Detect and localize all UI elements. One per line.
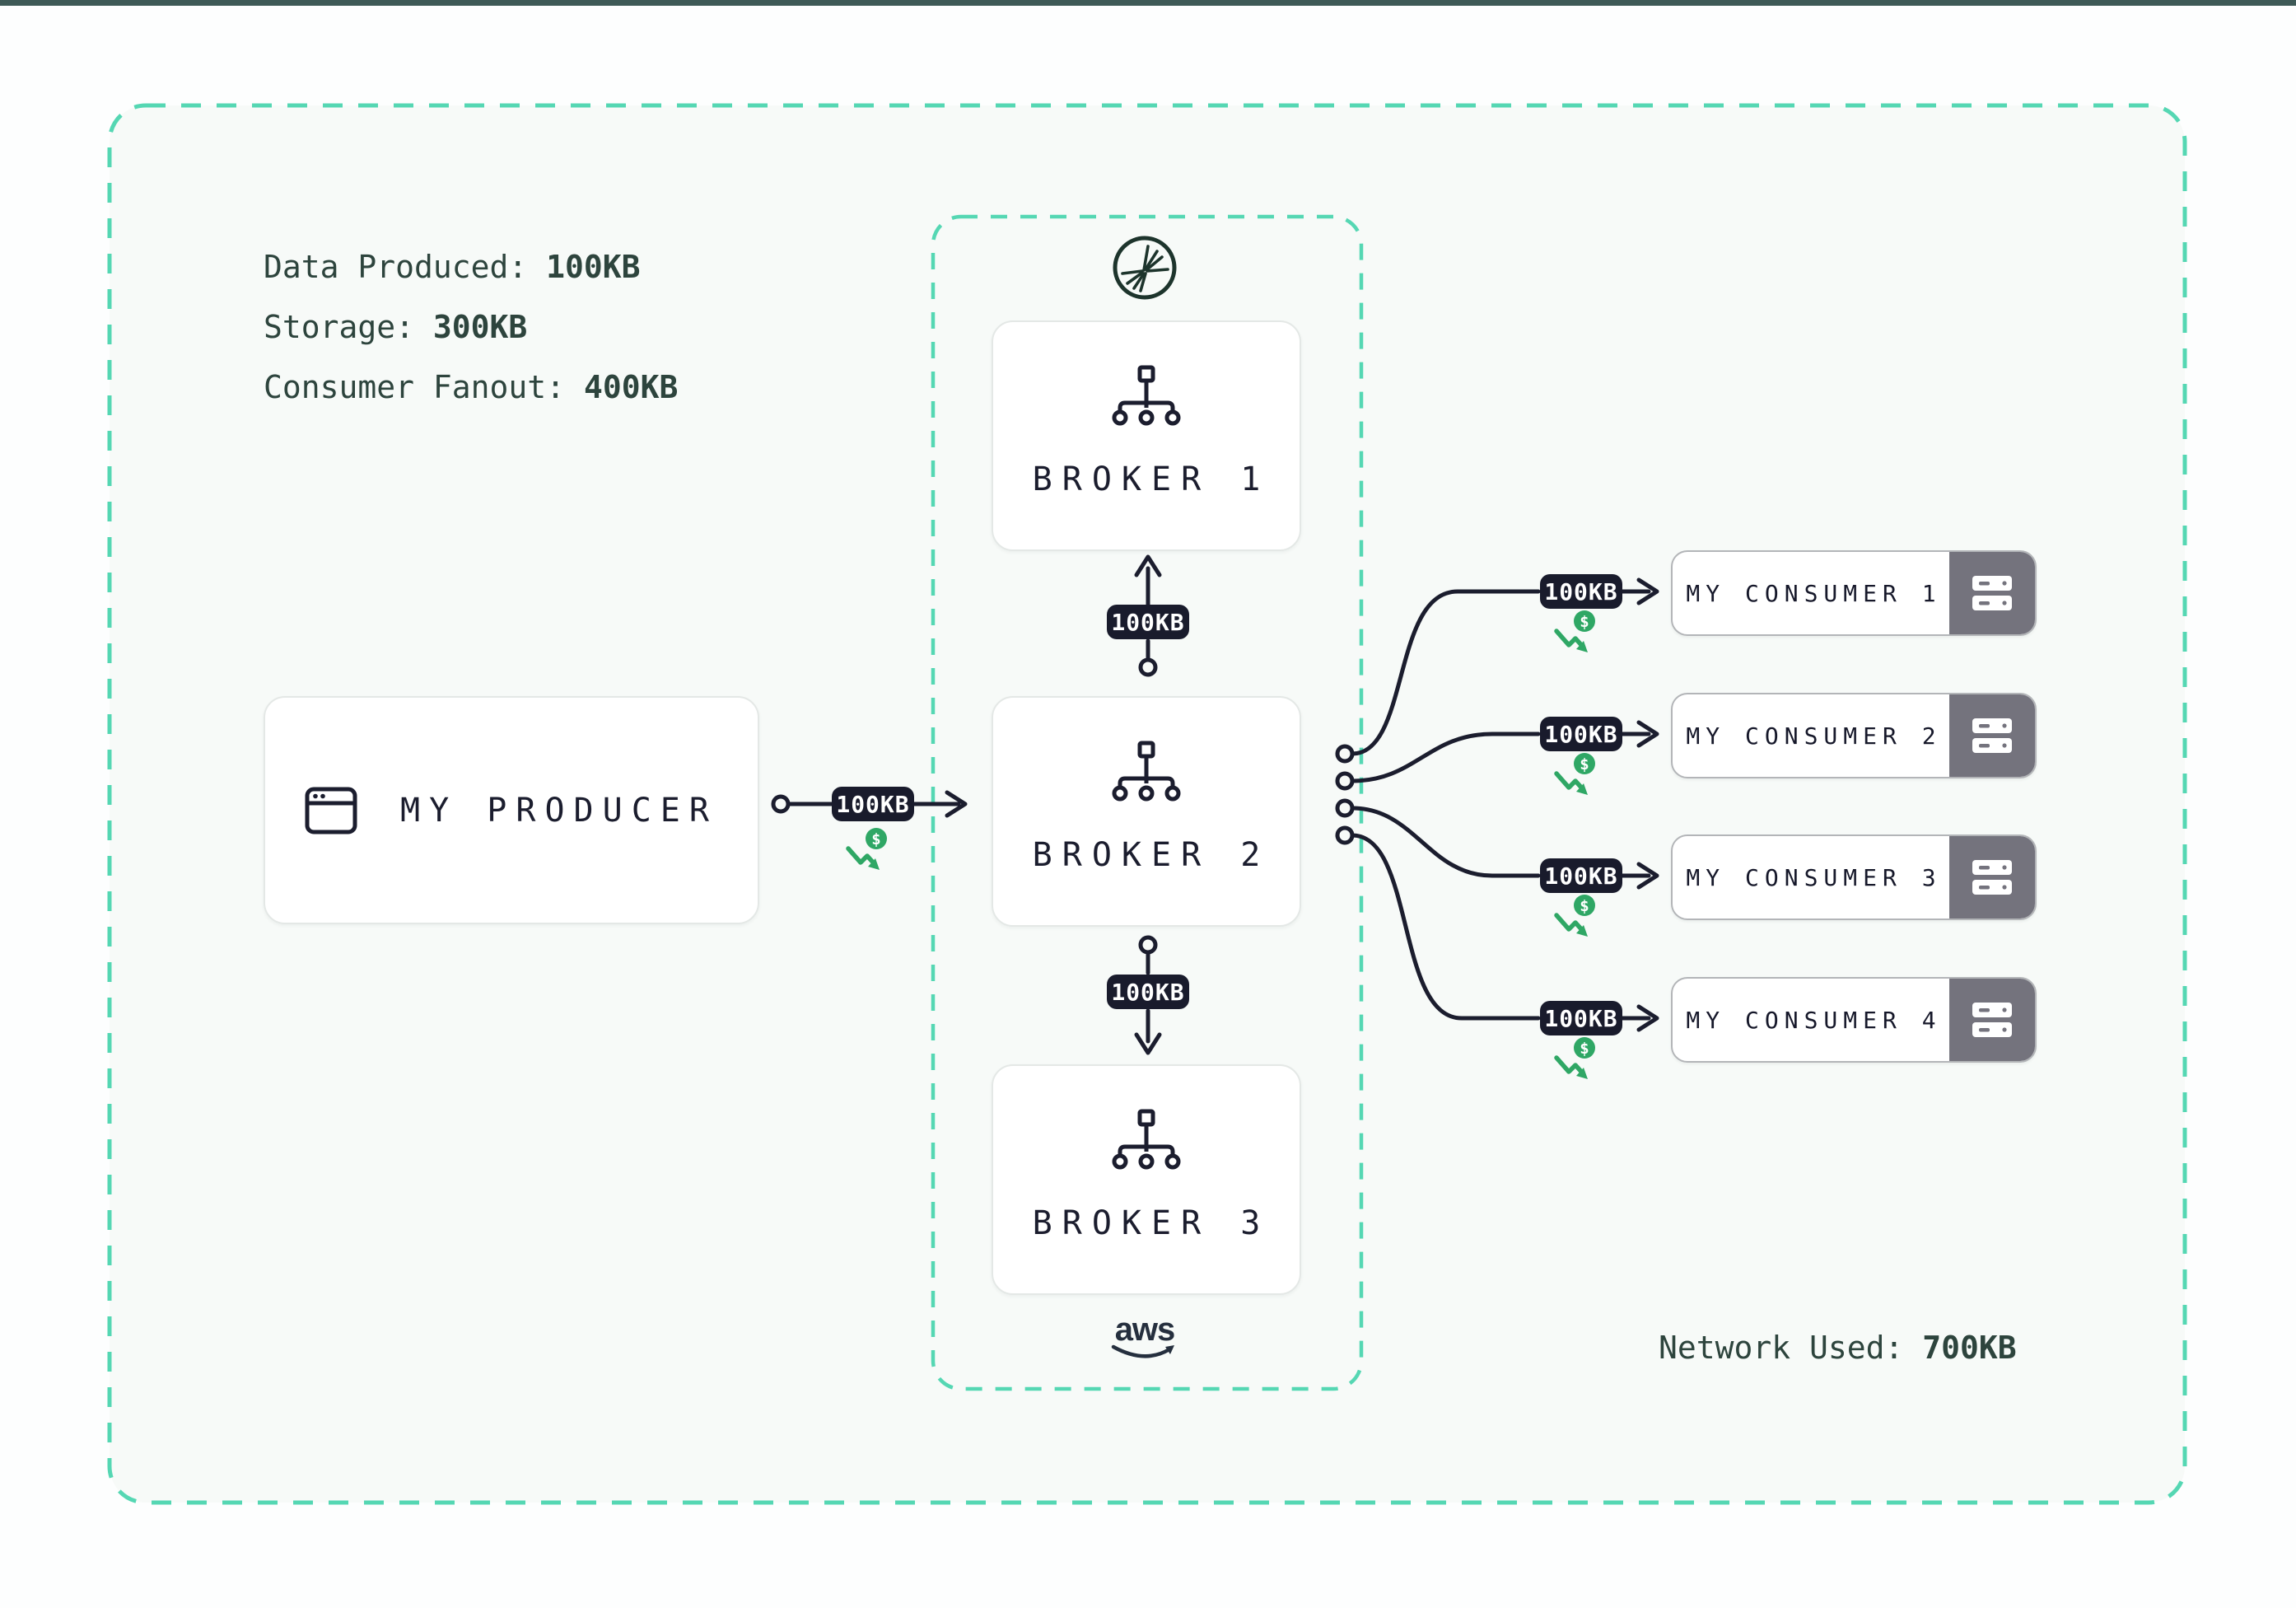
aws-logo-text: aws (1114, 1311, 1176, 1348)
consumer-2-box: MY CONSUMER 2 (1671, 693, 2037, 778)
metric-storage: Storage: 300KB (264, 297, 678, 358)
server-icon (1972, 576, 2012, 610)
aws-smile-icon (1111, 1344, 1174, 1358)
producer-port-dot (771, 794, 791, 814)
metric-label: Storage: (264, 309, 433, 345)
flow-pill-producer: 100KB (832, 787, 914, 821)
dollar-cost-icon: $ (1554, 610, 1595, 652)
dollar-cost-icon: $ (1554, 1037, 1595, 1079)
consumer-1-box: MY CONSUMER 1 (1671, 550, 2037, 636)
svg-text:$: $ (1580, 897, 1589, 915)
broker-hierarchy-icon (1112, 1109, 1181, 1170)
broker2-bottom-port-dot (1138, 935, 1158, 955)
fanout-port-dot-3 (1335, 798, 1355, 818)
aws-logo: aws (1105, 1311, 1184, 1366)
flow-pill-to-broker1: 100KB (1107, 605, 1189, 639)
flow-pill-to-broker3: 100KB (1107, 975, 1189, 1009)
consumer-2-panel (1949, 694, 2035, 777)
broker-hierarchy-icon (1112, 365, 1181, 426)
dollar-cost-icon: $ (846, 828, 887, 870)
metric-label: Data Produced: (264, 249, 547, 285)
metric-consumer-fanout: Consumer Fanout: 400KB (264, 358, 678, 418)
broker3-arrowhead (1134, 1032, 1162, 1055)
broker-1-box: BROKER 1 (992, 320, 1301, 551)
consumer-3-label: MY CONSUMER 3 (1686, 863, 1942, 891)
broker1-arrowhead (1134, 554, 1162, 577)
curve-to-consumer-3 (1350, 806, 1541, 878)
metric-label: Consumer Fanout: (264, 369, 584, 405)
curve-to-consumer-4 (1350, 833, 1541, 1021)
network-used-value: 700KB (1922, 1330, 2017, 1366)
metric-value: 300KB (432, 309, 528, 345)
consumer-4-panel (1949, 979, 2035, 1061)
broker-3-box: BROKER 3 (992, 1064, 1301, 1295)
broker-2-label: BROKER 2 (1032, 836, 1271, 874)
consumer-4-arrow (1620, 1004, 1659, 1032)
consumer-2-arrow (1620, 720, 1659, 748)
svg-text:$: $ (1580, 613, 1589, 631)
broker-hierarchy-icon (1112, 741, 1181, 802)
broker-1-label: BROKER 1 (1032, 460, 1271, 498)
server-icon (1972, 718, 2012, 753)
svg-text:$: $ (1580, 755, 1589, 774)
fanout-port-dot-1 (1335, 744, 1355, 764)
svg-text:$: $ (1580, 1040, 1589, 1058)
flow-pill-consumer-2: 100KB (1540, 717, 1622, 751)
consumer-3-arrow (1620, 862, 1659, 890)
svg-text:$: $ (871, 830, 880, 848)
producer-label: MY PRODUCER (400, 791, 718, 830)
consumer-1-arrow (1620, 577, 1659, 605)
curve-to-consumer-1 (1350, 589, 1541, 756)
curve-to-consumer-2 (1350, 732, 1541, 783)
consumer-1-panel (1949, 552, 2035, 634)
consumer-1-label: MY CONSUMER 1 (1686, 579, 1942, 607)
broker2-top-port-dot (1138, 657, 1158, 677)
producer-box: MY PRODUCER (264, 696, 759, 924)
server-icon (1972, 860, 2012, 895)
consumer-3-panel (1949, 836, 2035, 919)
network-used-label: Network Used: (1659, 1330, 1923, 1366)
consumer-4-label: MY CONSUMER 4 (1686, 1006, 1942, 1034)
metric-value: 100KB (546, 249, 641, 285)
fanout-port-dot-4 (1335, 825, 1355, 845)
flow-pill-consumer-1: 100KB (1540, 574, 1622, 609)
confluent-logo-icon (1113, 236, 1177, 300)
metric-data-produced: Data Produced: 100KB (264, 237, 678, 297)
fanout-port-dot-2 (1335, 771, 1355, 791)
top-accent-bar (0, 0, 2296, 6)
consumer-2-label: MY CONSUMER 2 (1686, 722, 1942, 750)
network-used: Network Used: 700KB (1659, 1330, 2017, 1366)
browser-window-icon (305, 787, 357, 834)
producer-arrowhead (945, 790, 968, 818)
metrics-panel: Data Produced: 100KB Storage: 300KB Cons… (264, 237, 678, 418)
consumer-3-box: MY CONSUMER 3 (1671, 834, 2037, 920)
server-icon (1972, 1003, 2012, 1037)
flow-pill-consumer-4: 100KB (1540, 1001, 1622, 1035)
flow-pill-consumer-3: 100KB (1540, 858, 1622, 893)
dollar-cost-icon: $ (1554, 895, 1595, 937)
broker-2-box: BROKER 2 (992, 696, 1301, 927)
metric-value: 400KB (583, 369, 679, 405)
broker-3-label: BROKER 3 (1032, 1204, 1271, 1242)
consumer-4-box: MY CONSUMER 4 (1671, 977, 2037, 1063)
dollar-cost-icon: $ (1554, 753, 1595, 795)
